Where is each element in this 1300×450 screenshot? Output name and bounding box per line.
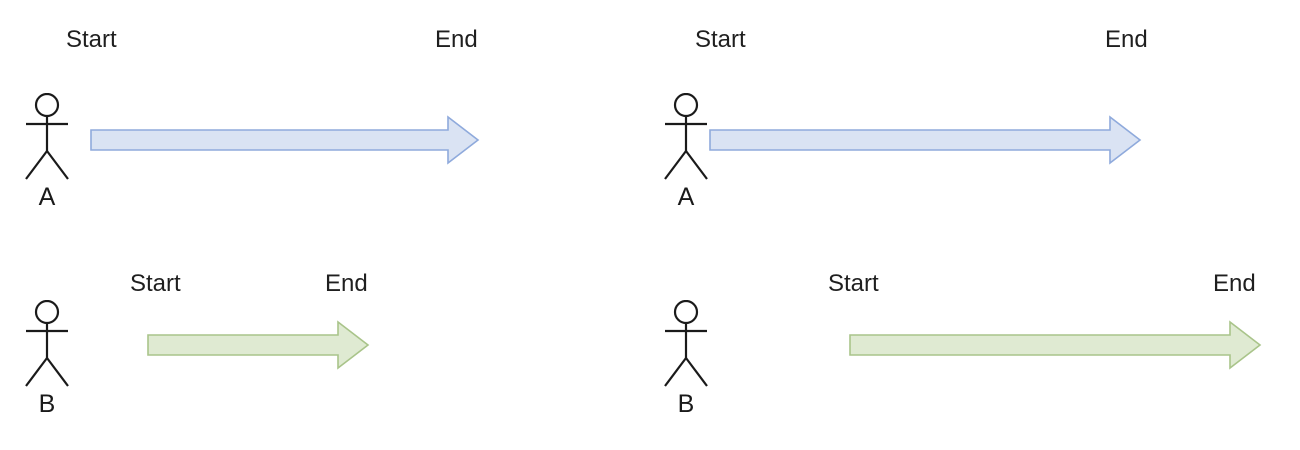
row-right-actor-b: Start End B bbox=[650, 225, 1300, 450]
block-arrow-green-icon bbox=[849, 320, 1262, 370]
row-left-actor-a: Start End A bbox=[0, 0, 650, 225]
arrow-left-actor-a bbox=[90, 115, 481, 165]
actor-label-a: A bbox=[38, 183, 56, 211]
row-left-actor-b: Start End B bbox=[0, 225, 650, 450]
caption-end-right-a: End bbox=[1105, 26, 1148, 53]
stick-figure-icon bbox=[25, 93, 69, 180]
caption-start-left-a: Start bbox=[66, 26, 117, 53]
block-arrow-green-icon bbox=[147, 320, 370, 370]
actor-figure-a: A bbox=[21, 93, 81, 223]
caption-start-right-a: Start bbox=[695, 26, 746, 53]
actor-figure-b: B bbox=[21, 300, 81, 430]
arrow-left-actor-b bbox=[147, 320, 370, 370]
caption-start-right-b: Start bbox=[828, 270, 879, 297]
caption-end-left-a: End bbox=[435, 26, 478, 53]
block-arrow-blue-icon bbox=[90, 115, 480, 165]
caption-end-left-b: End bbox=[325, 270, 368, 297]
arrow-right-actor-a bbox=[709, 115, 1142, 165]
stick-figure-icon bbox=[664, 300, 708, 387]
actor-label-b: B bbox=[677, 390, 695, 418]
actor-figure-b: B bbox=[660, 300, 720, 430]
panel-right: Start End A Start End bbox=[650, 0, 1300, 450]
caption-start-left-b: Start bbox=[130, 270, 181, 297]
stick-figure-icon bbox=[664, 93, 708, 180]
actor-figure-a: A bbox=[660, 93, 720, 223]
stick-figure-icon bbox=[25, 300, 69, 387]
block-arrow-blue-icon bbox=[709, 115, 1142, 165]
arrow-right-actor-b bbox=[849, 320, 1262, 370]
actor-label-a: A bbox=[677, 183, 695, 211]
row-right-actor-a: Start End A bbox=[650, 0, 1300, 225]
caption-end-right-b: End bbox=[1213, 270, 1256, 297]
actor-label-b: B bbox=[38, 390, 56, 418]
panel-left: Start End A Start End bbox=[0, 0, 650, 450]
